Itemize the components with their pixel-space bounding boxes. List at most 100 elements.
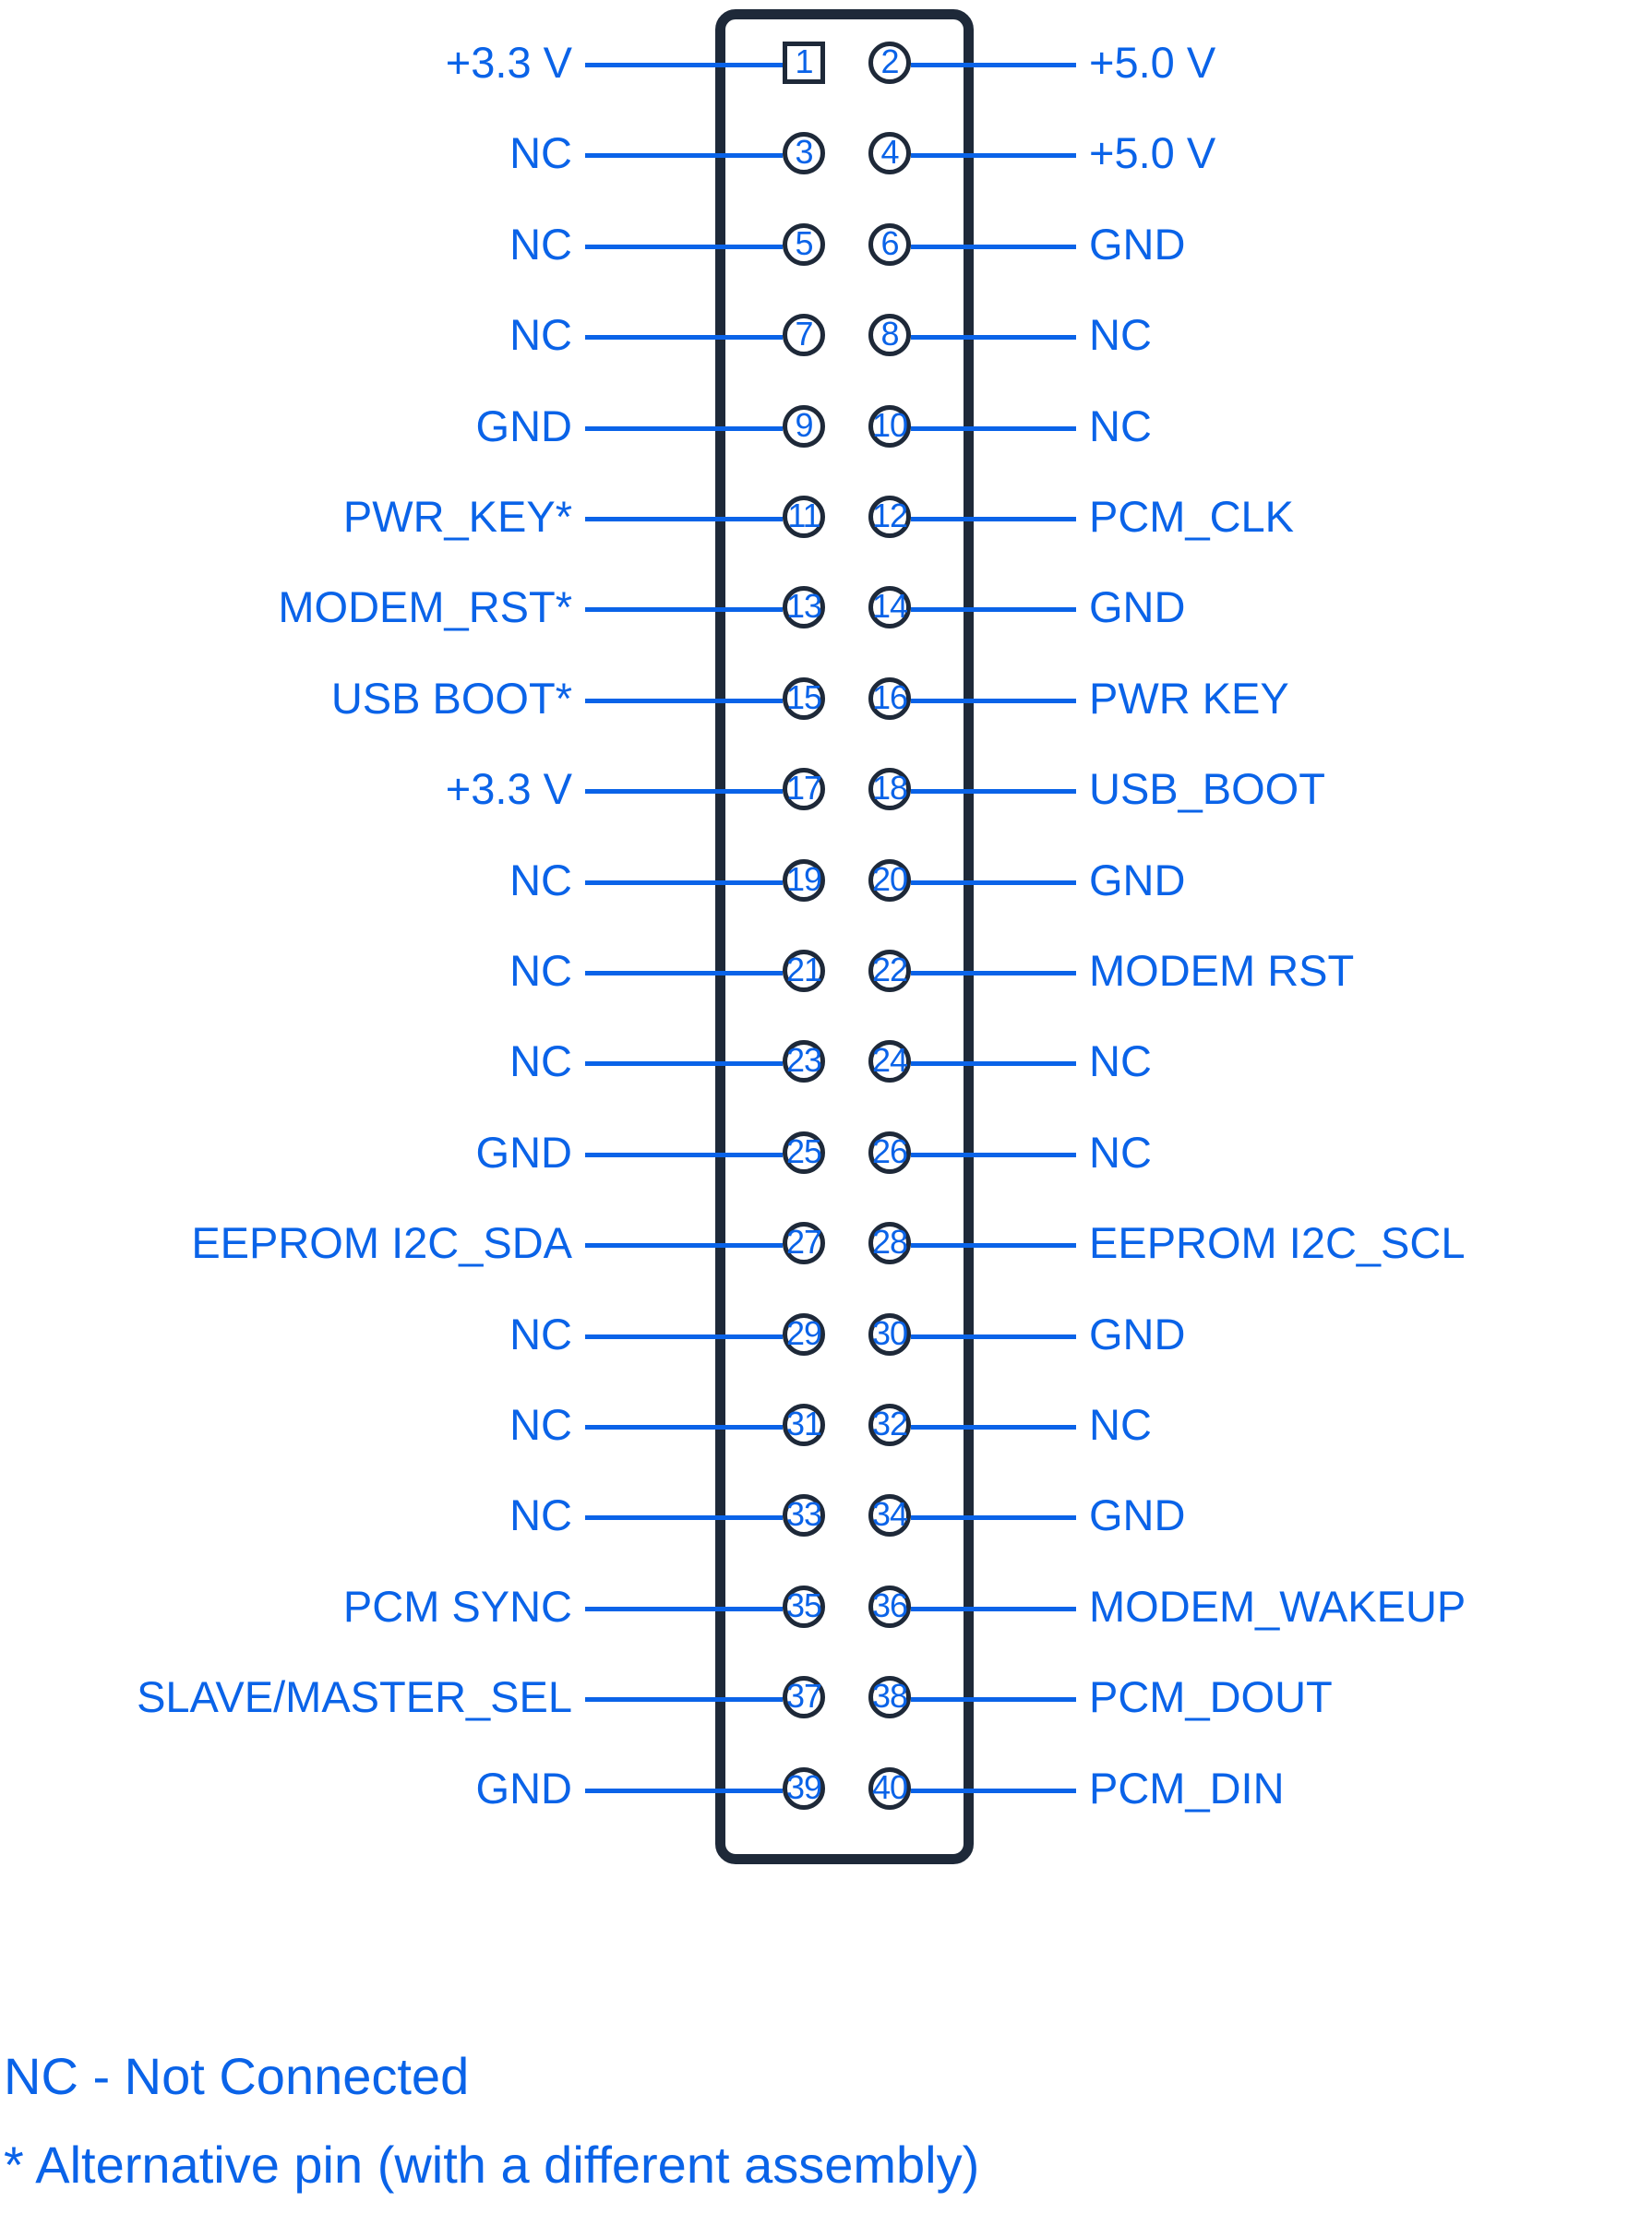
pin-number-32: 32: [871, 1405, 908, 1442]
signal-label-pin-38: PCM_DOUT: [1089, 1672, 1333, 1722]
pin-pad-20[interactable]: 20: [868, 858, 911, 902]
signal-label-pin-23: NC: [509, 1036, 572, 1086]
pin-pad-6[interactable]: 6: [868, 222, 911, 266]
lead-wire-left: [585, 789, 783, 794]
lead-wire-right: [911, 517, 1076, 521]
signal-label-pin-34: GND: [1089, 1490, 1186, 1540]
pin-number-22: 22: [871, 951, 908, 988]
pin-pad-23[interactable]: 23: [783, 1040, 825, 1083]
signal-label-pin-12: PCM_CLK: [1089, 492, 1295, 541]
pin-number-12: 12: [871, 497, 908, 534]
pin-pad-26[interactable]: 26: [868, 1131, 911, 1174]
lead-wire-left: [585, 607, 783, 612]
pin-pad-36[interactable]: 36: [868, 1585, 911, 1628]
signal-label-pin-28: EEPROM I2C_SCL: [1089, 1218, 1466, 1268]
pin-pad-29[interactable]: 29: [783, 1312, 825, 1356]
pin-pad-18[interactable]: 18: [868, 768, 911, 811]
pin-number-8: 8: [880, 315, 899, 353]
pin-pad-34[interactable]: 34: [868, 1494, 911, 1538]
lead-wire-left: [585, 1425, 783, 1430]
pin-pad-39[interactable]: 39: [783, 1766, 825, 1810]
pin-pad-8[interactable]: 8: [868, 314, 911, 357]
pin-pad-19[interactable]: 19: [783, 858, 825, 902]
pin-number-2: 2: [880, 42, 899, 80]
pin-pad-9[interactable]: 9: [783, 404, 825, 448]
pin-pad-12[interactable]: 12: [868, 496, 911, 538]
pin-pad-27[interactable]: 27: [783, 1222, 825, 1265]
signal-label-pin-13: MODEM_RST*: [278, 582, 572, 632]
pin-number-38: 38: [871, 1677, 908, 1716]
pin-pad-5[interactable]: 5: [783, 222, 825, 266]
pin-pad-25[interactable]: 25: [783, 1131, 825, 1174]
signal-label-pin-26: NC: [1089, 1127, 1152, 1177]
pin-pad-32[interactable]: 32: [868, 1404, 911, 1446]
pin-pad-40[interactable]: 40: [868, 1766, 911, 1810]
signal-label-pin-36: MODEM_WAKEUP: [1089, 1581, 1466, 1631]
pin-number-1: 1: [795, 42, 813, 80]
lead-wire-left: [585, 1334, 783, 1339]
pin-pad-10[interactable]: 10: [868, 404, 911, 448]
signal-label-pin-9: GND: [475, 401, 572, 450]
pin-pad-16[interactable]: 16: [868, 676, 911, 720]
pin-pad-15[interactable]: 15: [783, 676, 825, 720]
pin-pad-7[interactable]: 7: [783, 314, 825, 357]
lead-wire-right: [911, 971, 1076, 975]
legend-not-connected: NC - Not Connected: [4, 2047, 470, 2105]
pin-number-20: 20: [871, 859, 908, 898]
pin-pad-17[interactable]: 17: [783, 768, 825, 811]
signal-label-pin-8: NC: [1089, 310, 1152, 360]
lead-wire-left: [585, 63, 783, 67]
lead-wire-left: [585, 1789, 783, 1793]
lead-wire-left: [585, 1697, 783, 1702]
lead-wire-right: [911, 1607, 1076, 1611]
pin-pad-14[interactable]: 14: [868, 586, 911, 629]
lead-wire-left: [585, 1061, 783, 1066]
pin-number-7: 7: [795, 315, 813, 353]
signal-label-pin-15: USB BOOT*: [330, 673, 572, 723]
pin-pad-38[interactable]: 38: [868, 1676, 911, 1719]
pin-number-15: 15: [785, 677, 822, 716]
legend-alternative-pin: * Alternative pin (with a different asse…: [4, 2136, 980, 2194]
pin-pad-35[interactable]: 35: [783, 1585, 825, 1628]
pin-pad-37[interactable]: 37: [783, 1676, 825, 1719]
signal-label-pin-14: GND: [1089, 582, 1186, 632]
pin-number-19: 19: [785, 859, 822, 898]
lead-wire-right: [911, 1153, 1076, 1157]
pin-pad-22[interactable]: 22: [868, 950, 911, 992]
lead-wire-left: [585, 245, 783, 249]
pin-pad-3[interactable]: 3: [783, 132, 825, 175]
pin-pad-30[interactable]: 30: [868, 1312, 911, 1356]
lead-wire-right: [911, 153, 1076, 158]
signal-label-pin-19: NC: [509, 855, 572, 904]
pin-number-11: 11: [787, 497, 820, 534]
signal-label-pin-4: +5.0 V: [1089, 128, 1216, 178]
pin-pad-13[interactable]: 13: [783, 586, 825, 629]
pin-number-16: 16: [871, 677, 908, 716]
lead-wire-left: [585, 335, 783, 340]
pin-pad-31[interactable]: 31: [783, 1404, 825, 1446]
pin-number-33: 33: [785, 1495, 822, 1534]
pin-pad-11[interactable]: 11: [783, 496, 825, 538]
lead-wire-left: [585, 1607, 783, 1611]
signal-label-pin-17: +3.3 V: [445, 764, 572, 814]
pin-pad-21[interactable]: 21: [783, 950, 825, 992]
pin-pad-33[interactable]: 33: [783, 1494, 825, 1538]
pin-pad-1[interactable]: 1: [783, 42, 825, 84]
signal-label-pin-25: GND: [475, 1127, 572, 1177]
lead-wire-left: [585, 1153, 783, 1157]
pin-number-9: 9: [795, 405, 813, 444]
signal-label-pin-31: NC: [509, 1400, 572, 1449]
signal-label-pin-5: NC: [509, 219, 572, 269]
signal-label-pin-32: NC: [1089, 1400, 1152, 1449]
signal-label-pin-18: USB_BOOT: [1089, 764, 1325, 814]
pin-number-21: 21: [785, 951, 822, 988]
pin-pad-2[interactable]: 2: [868, 42, 911, 84]
pin-number-14: 14: [871, 587, 908, 626]
signal-label-pin-24: NC: [1089, 1036, 1152, 1086]
signal-label-pin-39: GND: [475, 1763, 572, 1813]
pin-pad-4[interactable]: 4: [868, 132, 911, 175]
pin-pad-28[interactable]: 28: [868, 1222, 911, 1265]
pin-pad-24[interactable]: 24: [868, 1040, 911, 1083]
pin-number-29: 29: [785, 1313, 822, 1352]
